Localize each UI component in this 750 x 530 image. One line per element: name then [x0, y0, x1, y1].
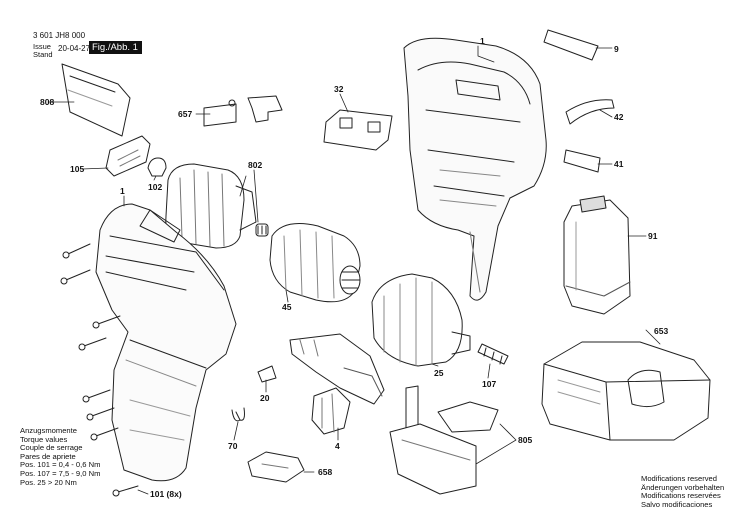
part-91-battery[interactable] [563, 195, 631, 315]
modifications-note: Modifications reserved Änderungen vorbeh… [641, 474, 725, 509]
callout-101: 101 (8x) [150, 489, 182, 499]
callout-808: 808 [40, 97, 54, 107]
callout-658: 658 [318, 467, 332, 477]
note-line: Pos. 101 = 0,4 - 0,6 Nm [20, 460, 101, 470]
note-line: Pares de apriete [20, 451, 76, 461]
callout-653: 653 [654, 326, 668, 336]
part-4-switch[interactable] [311, 387, 351, 435]
issue-label: Issue [33, 42, 51, 51]
callout-805: 805 [518, 435, 532, 445]
torque-values-note: Anzugsmomente Torque values Couple de se… [20, 426, 101, 487]
part-25-chuck[interactable] [371, 273, 471, 367]
part-70-spring[interactable] [231, 407, 245, 422]
callout-657: 657 [178, 109, 192, 119]
mod-line: Änderungen vorbehalten [641, 482, 725, 492]
callout-9: 9 [614, 44, 619, 54]
note-line: Anzugsmomente [20, 426, 77, 435]
part-41-label[interactable] [563, 149, 601, 173]
stand-label: Stand [33, 50, 53, 59]
callout-4: 4 [335, 441, 340, 451]
part-107-screw[interactable] [477, 343, 509, 365]
part-102-cap[interactable] [147, 157, 167, 177]
motor-assembly[interactable] [165, 163, 257, 249]
part-805-holder[interactable] [389, 385, 499, 495]
callout-107: 107 [482, 379, 496, 389]
note-line: Pos. 107 = 7,5 - 9,0 Nm [20, 468, 101, 478]
callout-1-top: 1 [480, 36, 485, 46]
part-101-screws[interactable] [60, 243, 139, 497]
mod-line: Modifications reserved [641, 474, 717, 483]
part-802-pinion[interactable] [255, 223, 269, 237]
callout-70: 70 [228, 441, 238, 451]
callout-41: 41 [614, 159, 624, 169]
figure-label: Fig./Abb. 1 [89, 41, 142, 54]
part-808-label[interactable] [61, 63, 131, 137]
callout-45: 45 [282, 302, 292, 312]
part-20-lever[interactable] [257, 365, 277, 383]
note-line: Torque values [20, 434, 68, 444]
callout-1-left: 1 [120, 186, 125, 196]
callout-91: 91 [648, 231, 658, 241]
mod-line: Modifications reservées [641, 491, 721, 501]
callout-42: 42 [614, 112, 624, 122]
part-653-charger[interactable] [541, 341, 711, 441]
part-42-label[interactable] [565, 99, 615, 125]
electronics-module[interactable] [289, 333, 385, 405]
mod-line: Salvo modificaciones [641, 499, 713, 509]
callout-20: 20 [260, 393, 270, 403]
note-line: Couple de serrage [20, 443, 83, 453]
part-105-contact[interactable] [105, 135, 151, 177]
callout-25: 25 [434, 368, 444, 378]
part-45-gearbox[interactable] [269, 223, 361, 303]
callout-802: 802 [248, 160, 262, 170]
document-number: 3 601 JH8 000 [33, 31, 86, 40]
issue-date: 20-04-27 [58, 44, 91, 53]
part-1-housing-left[interactable] [95, 203, 237, 482]
note-line: Pos. 25 > 20 Nm [20, 477, 77, 487]
part-32-switch[interactable] [323, 109, 393, 151]
part-657-clip[interactable] [203, 95, 283, 127]
callout-102: 102 [148, 182, 162, 192]
callout-105: 105 [70, 164, 84, 174]
part-1-housing-right[interactable] [403, 37, 547, 301]
part-9-label[interactable] [543, 29, 599, 61]
part-658-latch[interactable] [247, 451, 305, 483]
callout-32: 32 [334, 84, 344, 94]
